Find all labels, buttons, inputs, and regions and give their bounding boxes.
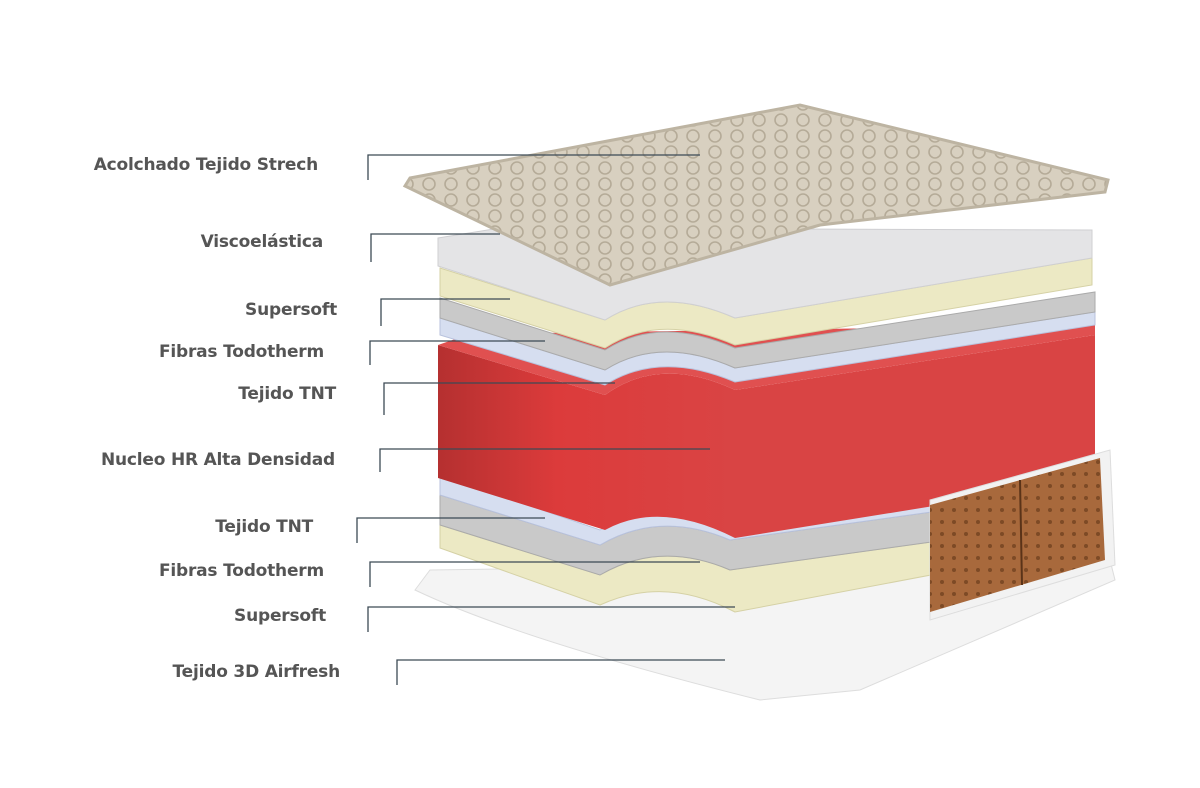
layer-label: Tejido 3D Airfresh bbox=[172, 662, 341, 682]
layer-label: Supersoft bbox=[234, 606, 326, 626]
layer-label: Nucleo HR Alta Densidad bbox=[101, 450, 335, 470]
leader-line bbox=[356, 517, 545, 543]
leader-line bbox=[369, 340, 545, 365]
leader-line bbox=[370, 233, 500, 262]
leader-line bbox=[379, 448, 710, 472]
leader-line bbox=[367, 606, 735, 632]
layer-label: Fibras Todotherm bbox=[158, 342, 324, 362]
layer-label: Supersoft bbox=[245, 300, 337, 320]
spring-side-panel bbox=[929, 449, 1116, 621]
leader-line bbox=[369, 561, 700, 587]
leader-line bbox=[396, 659, 725, 685]
layer-acolchado bbox=[402, 103, 1110, 287]
layer-label: Tejido TNT bbox=[215, 517, 313, 537]
leader-lines bbox=[356, 154, 735, 685]
leader-line bbox=[367, 154, 700, 180]
leader-line bbox=[380, 298, 510, 326]
layer-label: Fibras Todotherm bbox=[158, 561, 324, 581]
layer-label: Viscoelástica bbox=[200, 232, 324, 252]
layer-label: Acolchado Tejido Strech bbox=[93, 155, 319, 175]
leader-line bbox=[383, 382, 615, 415]
layer-fibras-top bbox=[439, 291, 1096, 371]
layer-label: Tejido TNT bbox=[238, 384, 336, 404]
